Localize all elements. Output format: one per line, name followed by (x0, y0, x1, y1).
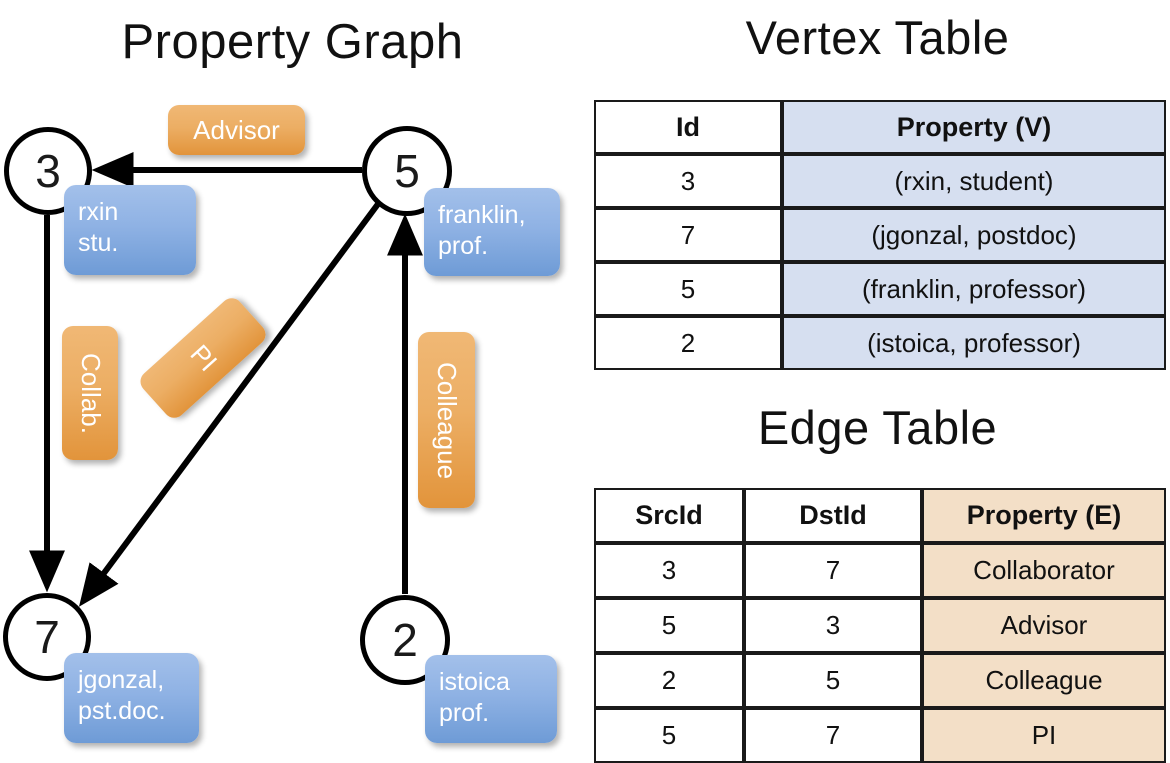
vertex-cell-property: (rxin, student) (782, 154, 1166, 208)
edge-table: SrcId DstId Property (E) 3 7 Collaborato… (594, 488, 1166, 763)
graph-edge-lines (29, 152, 423, 607)
edge-label-collab-text: Collab. (75, 352, 106, 434)
edge-cell-srcid: 2 (594, 653, 744, 708)
table-row: 3 (rxin, student) (594, 154, 1166, 208)
edge-cell-dstid: 7 (744, 708, 922, 763)
edge-line-5-to-7 (78, 202, 381, 607)
edge-cell-property: Advisor (922, 598, 1166, 653)
table-row: 5 7 PI (594, 708, 1166, 763)
graph-node-3-label: 3 (35, 145, 61, 197)
table-row: 2 5 Colleague (594, 653, 1166, 708)
edge-label-pi-text: PI (183, 338, 223, 377)
edge-table-header-property: Property (E) (922, 488, 1166, 543)
node-property-box-7[interactable]: jgonzal, pst.doc. (64, 653, 199, 743)
node-property-line-2: pst.doc. (78, 696, 166, 725)
node-property-line-2: prof. (439, 698, 490, 727)
edge-label-advisor[interactable]: Advisor (168, 105, 305, 155)
vertex-cell-id: 7 (594, 208, 782, 262)
edge-cell-property: PI (922, 708, 1166, 763)
edge-table-header-dstid: DstId (744, 488, 922, 543)
vertex-table-header-property: Property (V) (782, 100, 1166, 154)
vertex-cell-property: (istoica, professor) (782, 316, 1166, 370)
edge-cell-dstid: 5 (744, 653, 922, 708)
vertex-table-header-row: Id Property (V) (594, 100, 1166, 154)
table-row: 5 (franklin, professor) (594, 262, 1166, 316)
graph-node-5-label: 5 (394, 145, 420, 197)
edge-cell-property: Collaborator (922, 543, 1166, 598)
node-property-line-2: prof. (438, 231, 489, 260)
vertex-cell-property: (franklin, professor) (782, 262, 1166, 316)
node-property-line-1: rxin (78, 198, 119, 226)
table-row: 3 7 Collaborator (594, 543, 1166, 598)
edge-label-colleague[interactable]: Colleague (418, 332, 475, 508)
edge-cell-property: Colleague (922, 653, 1166, 708)
node-property-box-5[interactable]: franklin, prof. (424, 188, 560, 276)
node-property-box-3[interactable]: rxin stu. (64, 185, 196, 275)
table-row: 5 3 Advisor (594, 598, 1166, 653)
page-title-vertex-table: Vertex Table (745, 11, 1010, 64)
edge-label-advisor-text: Advisor (193, 114, 280, 145)
edge-cell-srcid: 5 (594, 598, 744, 653)
node-property-line-2: stu. (78, 228, 119, 257)
edge-cell-srcid: 5 (594, 708, 744, 763)
graph-node-2[interactable]: 2 (360, 595, 450, 685)
node-property-line-1: franklin, (438, 201, 526, 229)
table-row: 7 (jgonzal, postdoc) (594, 208, 1166, 262)
graph-node-7-label: 7 (34, 611, 60, 663)
edge-table-header-row: SrcId DstId Property (E) (594, 488, 1166, 543)
graph-node-2-label: 2 (392, 614, 418, 666)
vertex-cell-id: 2 (594, 316, 782, 370)
vertex-cell-property: (jgonzal, postdoc) (782, 208, 1166, 262)
node-property-box-2[interactable]: istoica prof. (425, 655, 557, 743)
graph-node-5[interactable]: 5 (362, 126, 452, 216)
edge-label-collab[interactable]: Collab. (62, 326, 118, 460)
vertex-cell-id: 3 (594, 154, 782, 208)
vertex-cell-id: 5 (594, 262, 782, 316)
vertex-table: Id Property (V) 3 (rxin, student) 7 (jgo… (594, 100, 1166, 370)
edge-cell-dstid: 3 (744, 598, 922, 653)
page-title-edge-table: Edge Table (757, 401, 998, 454)
page-title-property-graph: Property Graph (121, 15, 464, 69)
edge-label-colleague-text: Colleague (432, 361, 462, 479)
node-property-line-1: jgonzal, (78, 666, 165, 694)
table-row: 2 (istoica, professor) (594, 316, 1166, 370)
edge-table-header-srcid: SrcId (594, 488, 744, 543)
edge-cell-srcid: 3 (594, 543, 744, 598)
node-property-line-1: istoica (439, 668, 510, 696)
vertex-table-header-id: Id (594, 100, 782, 154)
edge-cell-dstid: 7 (744, 543, 922, 598)
property-graph-diagram: 3 5 7 2 rxin stu. franklin, prof. jgonza… (0, 0, 585, 760)
